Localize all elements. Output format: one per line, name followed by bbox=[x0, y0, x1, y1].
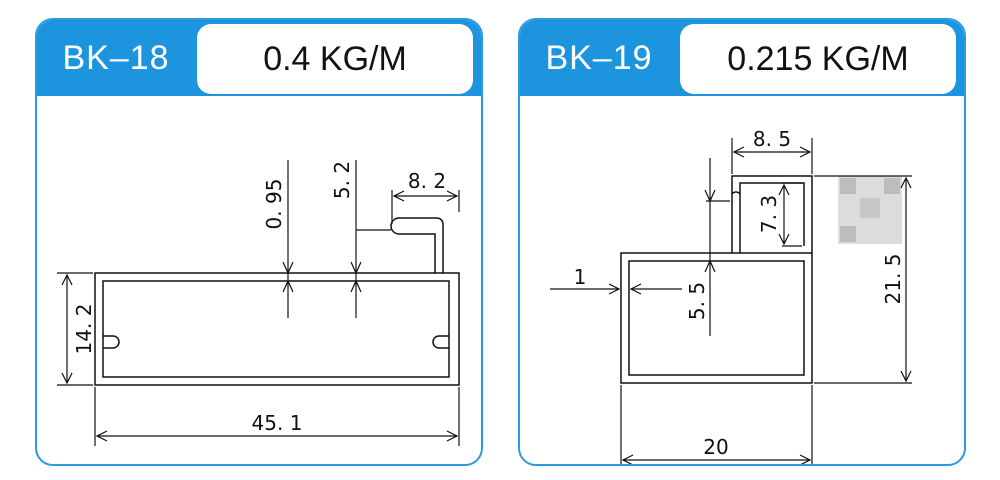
dim-top-height: 7. 3 bbox=[757, 195, 781, 233]
profile-outline bbox=[94, 217, 460, 386]
card-header: BK–18 0.4 KG/M bbox=[37, 20, 481, 96]
qr-code-icon bbox=[838, 176, 902, 244]
profile-card-bk19: BK–19 0.215 KG/M bbox=[518, 18, 966, 466]
profile-drawing-bk18: 45. 1 14. 2 0. 95 5. 2 8. 2 bbox=[57, 160, 460, 446]
profile-code: BK–18 bbox=[62, 39, 170, 77]
card-header: BK–19 0.215 KG/M bbox=[520, 20, 964, 96]
dimension-lines bbox=[57, 160, 460, 446]
dim-height: 21. 5 bbox=[881, 254, 905, 305]
profile-weight: 0.215 KG/M bbox=[680, 24, 956, 94]
dim-lip-height: 5. 2 bbox=[330, 161, 354, 199]
dim-wall: 0. 95 bbox=[262, 179, 286, 230]
profile-code: BK–19 bbox=[545, 39, 653, 77]
dim-top-width: 8. 5 bbox=[753, 127, 791, 151]
profile-drawing-bk19: 20 21. 5 8. 5 7. 3 1 5. 5 bbox=[550, 127, 912, 464]
dim-lip-width: 8. 2 bbox=[408, 169, 446, 193]
dim-height: 14. 2 bbox=[72, 304, 96, 355]
dimension-lines bbox=[550, 138, 912, 464]
profile-outline bbox=[620, 175, 813, 384]
profile-card-bk18: BK–18 0.4 KG/M bbox=[35, 18, 483, 466]
dim-wall: 1 bbox=[574, 265, 587, 289]
dim-inner-offset: 5. 5 bbox=[685, 282, 709, 320]
dim-width: 20 bbox=[703, 435, 728, 459]
dim-width: 45. 1 bbox=[252, 411, 303, 435]
profile-weight: 0.4 KG/M bbox=[197, 24, 473, 94]
